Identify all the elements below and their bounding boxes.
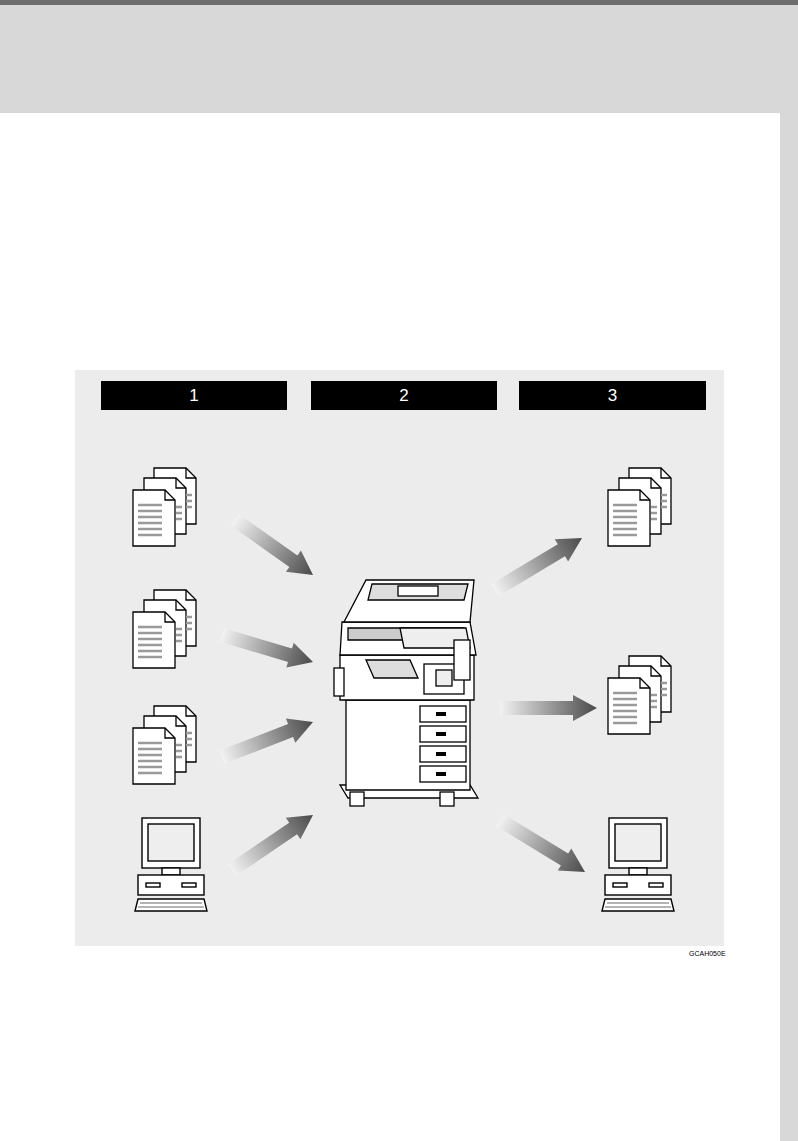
step-bar: 1 xyxy=(101,381,287,410)
flow-arrow xyxy=(496,814,585,872)
computer xyxy=(602,818,674,911)
document-stack xyxy=(133,468,196,546)
step-number: 3 xyxy=(608,387,617,404)
step-number: 2 xyxy=(399,387,408,404)
computer xyxy=(135,818,207,911)
flow-arrow xyxy=(228,815,313,876)
copier xyxy=(334,580,478,806)
document-stack xyxy=(133,706,196,784)
flow-arrow xyxy=(231,514,313,575)
document-stack xyxy=(608,656,671,734)
header-band xyxy=(0,0,798,113)
header-line xyxy=(0,0,798,5)
arrows xyxy=(220,514,598,876)
flow-arrow xyxy=(500,695,597,721)
step-bar: 3 xyxy=(519,381,706,410)
flow-arrow xyxy=(220,628,313,667)
step-number: 1 xyxy=(189,387,198,404)
side-strip xyxy=(780,113,798,1141)
flow-arrow xyxy=(491,538,582,596)
figure-code: GCAH050E xyxy=(689,950,726,957)
document-stack xyxy=(608,468,671,546)
step-bar: 2 xyxy=(311,381,497,410)
flow-arrow xyxy=(220,719,314,764)
diagram-panel xyxy=(75,370,724,946)
document-stack xyxy=(133,590,196,668)
